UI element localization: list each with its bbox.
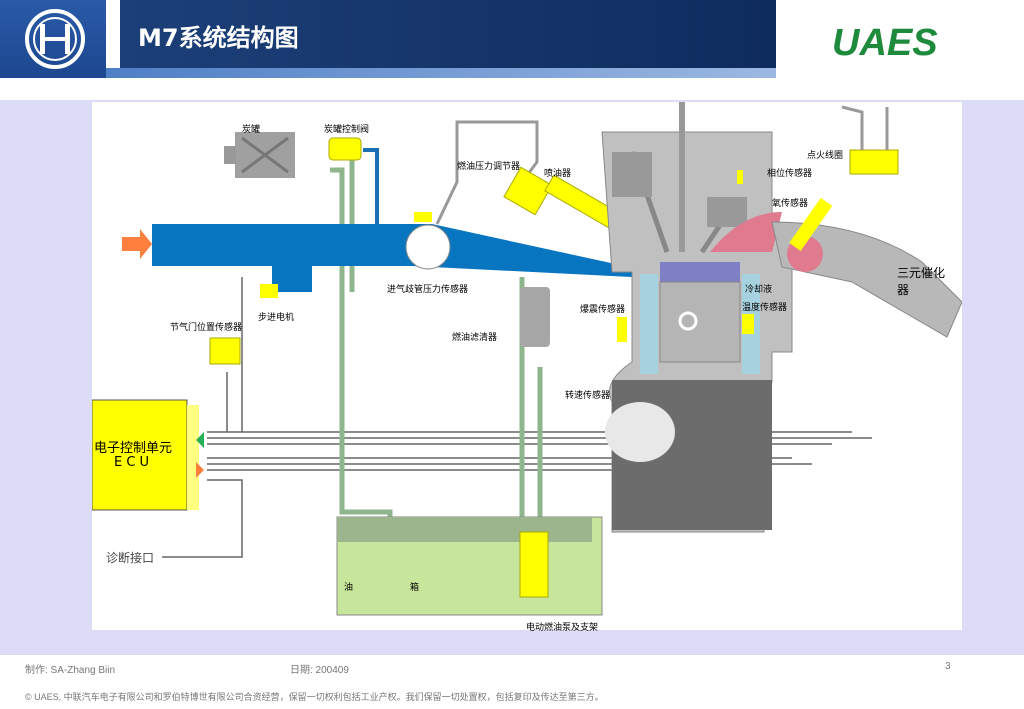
fuel-pump [519,531,549,598]
ecu-abbrev: E C U [114,455,150,470]
footer-date: 日期: 200409 [290,665,349,676]
page-number: 3 [945,661,951,672]
label-canister: 炭罐 [242,125,261,135]
label-catalyst: 三元催化器 [897,266,946,297]
label-coolant: 冷却液 [745,285,773,295]
label-canister-valve: 炭罐控制阀 [324,125,370,135]
label-stepper-motor: 步进电机 [258,313,295,323]
label-injector: 喷油器 [544,169,572,179]
label-fuel-pump: 电动燃油泵及支架 [526,623,599,633]
label-knock-sensor: 爆震传感器 [580,305,626,315]
ecu-label: 电子控制单元 [94,441,173,456]
svg-text:UAES: UAES [832,22,938,62]
label-throttle-sensor: 节气门位置传感器 [170,323,243,333]
footer-author: 制作: SA-Zhang Biin [25,665,116,676]
label-tank-2: 箱 [410,583,420,593]
label-fuel-filter: 燃油滤清器 [452,333,498,343]
bosch-armature-icon [25,9,85,69]
ignition-coil [849,149,899,175]
label-diagnosis-port: 诊断接口 [106,551,155,565]
label-phase-sensor: 相位传感器 [767,169,813,179]
throttle-position-sensor [209,337,241,365]
label-temp-sensor: 温度传感器 [742,303,788,313]
label-ignition-coil: 点火线圈 [807,151,844,161]
label-speed-sensor: 转速传感器 [565,391,611,401]
label-tank-1: 油 [344,583,354,593]
title-strip [106,68,776,78]
fuel-filter [520,287,550,347]
uaes-logo: UAES [832,22,962,66]
bosch-logo [0,0,106,78]
title-bar: M7系统结构图 [120,0,776,68]
ecu-box [92,399,188,511]
stepper-motor [260,284,278,298]
label-oxygen-sensor: 氧传感器 [772,199,809,209]
label-fuel-pressure-regulator: 燃油压力调节器 [457,162,521,172]
page-title: M7系统结构图 [138,24,299,52]
footer-copyright: © UAES, 中联汽车电子有限公司和罗伯特博世有限公司合资经营，保留一切权利包… [25,692,604,702]
label-map-sensor: 进气歧管压力传感器 [387,285,469,295]
system-diagram: 炭罐 炭罐控制阀 燃油压力调节器 喷油器 进气歧管压力传感器 步进电机 节气门位… [92,102,962,633]
